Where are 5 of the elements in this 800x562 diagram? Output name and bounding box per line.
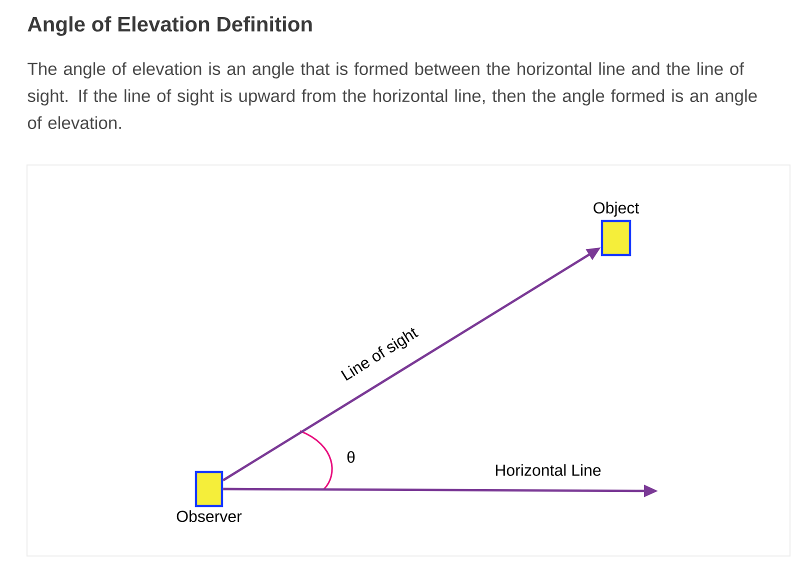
heading: Angle of Elevation Definition: [28, 16, 312, 36]
paragraph: The angle of elevation is an angle that is formed between the horizontal line and the line of sight. If the line of sight is upward from the horizontal line, then the angle formed is an angle of elevation.: [28, 62, 757, 130]
angle-label: θ: [347, 451, 355, 463]
edge-label: Horizontal Line: [494, 463, 602, 477]
edge-label: Line of sight: [338, 324, 422, 386]
